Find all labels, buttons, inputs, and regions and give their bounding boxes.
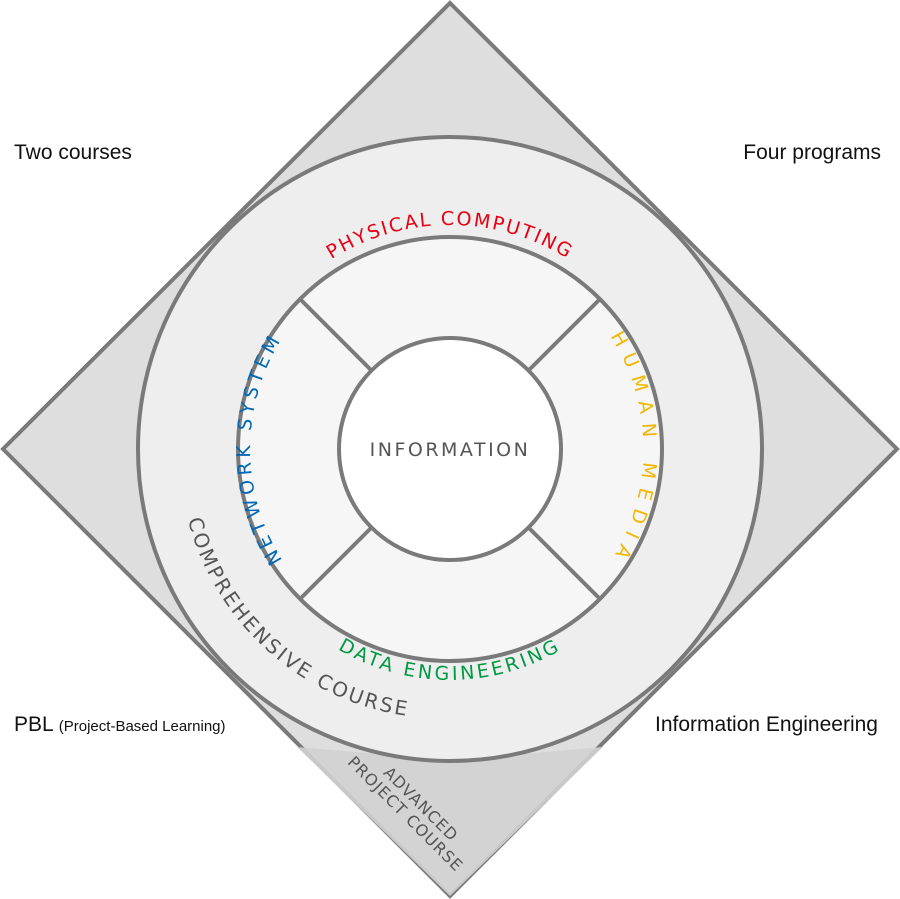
divider-top-left: [298, 297, 375, 374]
divider-bottom-right: [525, 524, 602, 601]
advanced-course-wedge: [297, 747, 603, 896]
label-pbl-sub: (Project-Based Learning): [58, 718, 226, 735]
label-information-engineering: Information Engineering: [655, 713, 878, 736]
label-pbl-main: PBL: [14, 713, 53, 736]
label-pbl: PBL (Project-Based Learning): [14, 713, 226, 737]
center-label: INFORMATION: [370, 439, 531, 461]
divider-bottom-left: [298, 524, 375, 601]
center-circle: [337, 336, 563, 562]
label-two-courses: Two courses: [14, 141, 132, 164]
label-four-programs: Four programs: [743, 141, 881, 164]
divider-top-right: [525, 297, 602, 374]
